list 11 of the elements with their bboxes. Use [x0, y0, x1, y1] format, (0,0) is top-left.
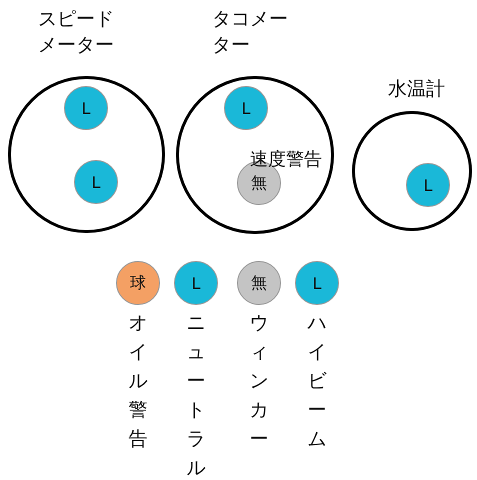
lamp-label: オイル警告 [128, 311, 148, 452]
lamp-label: ウィンカー [248, 311, 270, 452]
indicator-lamp: 球 [116, 261, 160, 305]
lamp-label: ニュートラル [186, 311, 206, 480]
indicator-lamp: L [174, 261, 218, 305]
indicator-lamp: 無 [237, 261, 281, 305]
indicator-lamp: L [295, 261, 339, 305]
gauge-label: スピードメーター [38, 7, 115, 58]
gauge-label: 水温計 [388, 77, 446, 102]
lamp-label: ハイビーム [306, 311, 328, 452]
gauge-label: タコメーター [212, 7, 289, 58]
